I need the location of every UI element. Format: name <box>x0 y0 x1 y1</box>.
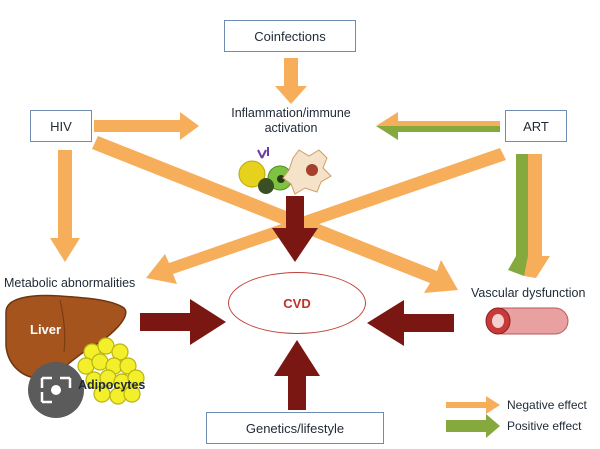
hiv-label: HIV <box>50 118 72 134</box>
coinfections-box: Coinfections <box>224 20 356 52</box>
arrow-art-to-inflammation-positive <box>376 126 500 140</box>
vessel-illustration <box>485 307 569 335</box>
hiv-box: HIV <box>30 110 92 142</box>
arrow-art-to-inflammation <box>376 112 500 126</box>
adipocytes-illustration <box>77 337 145 405</box>
adipocytes-label: Adipocytes <box>78 378 146 392</box>
art-box: ART <box>505 110 567 142</box>
arrow-hiv-to-inflammation <box>94 112 199 140</box>
legend-positive-arrow <box>446 414 500 438</box>
genetics-box: Genetics/lifestyle <box>206 412 384 444</box>
vascular-label: Vascular dysfunction <box>471 286 586 300</box>
arrow-hiv-to-metabolic <box>50 150 80 262</box>
arrow-art-to-vascular <box>524 154 550 278</box>
cvd-label: CVD <box>283 295 311 311</box>
lens-icon <box>28 362 84 418</box>
inflammation-label: Inflammation/immune activation <box>231 106 351 135</box>
arrow-art-to-metabolic <box>146 148 506 284</box>
arrow-genetics-to-cvd <box>274 340 320 410</box>
legend-positive-label: Positive effect <box>507 419 582 433</box>
cvd-node: CVD <box>228 272 366 334</box>
arrow-art-to-vascular-positive <box>508 154 536 276</box>
arrow-metabolic-to-cvd <box>140 299 226 345</box>
genetics-label: Genetics/lifestyle <box>245 420 345 436</box>
arrow-hiv-to-vascular <box>92 136 458 293</box>
legend-negative-label: Negative effect <box>507 398 587 412</box>
metabolic-label: Metabolic abnormalities <box>4 276 136 290</box>
immune-cells-illustration <box>238 147 332 195</box>
arrow-coinfections-to-inflammation <box>275 58 307 104</box>
coinfections-label: Coinfections <box>254 28 326 44</box>
arrow-inflammation-to-cvd <box>272 196 318 262</box>
art-label: ART <box>523 118 549 134</box>
liver-label: Liver <box>30 322 62 337</box>
legend-negative-arrow <box>446 396 500 414</box>
arrow-vascular-to-cvd <box>367 300 454 346</box>
